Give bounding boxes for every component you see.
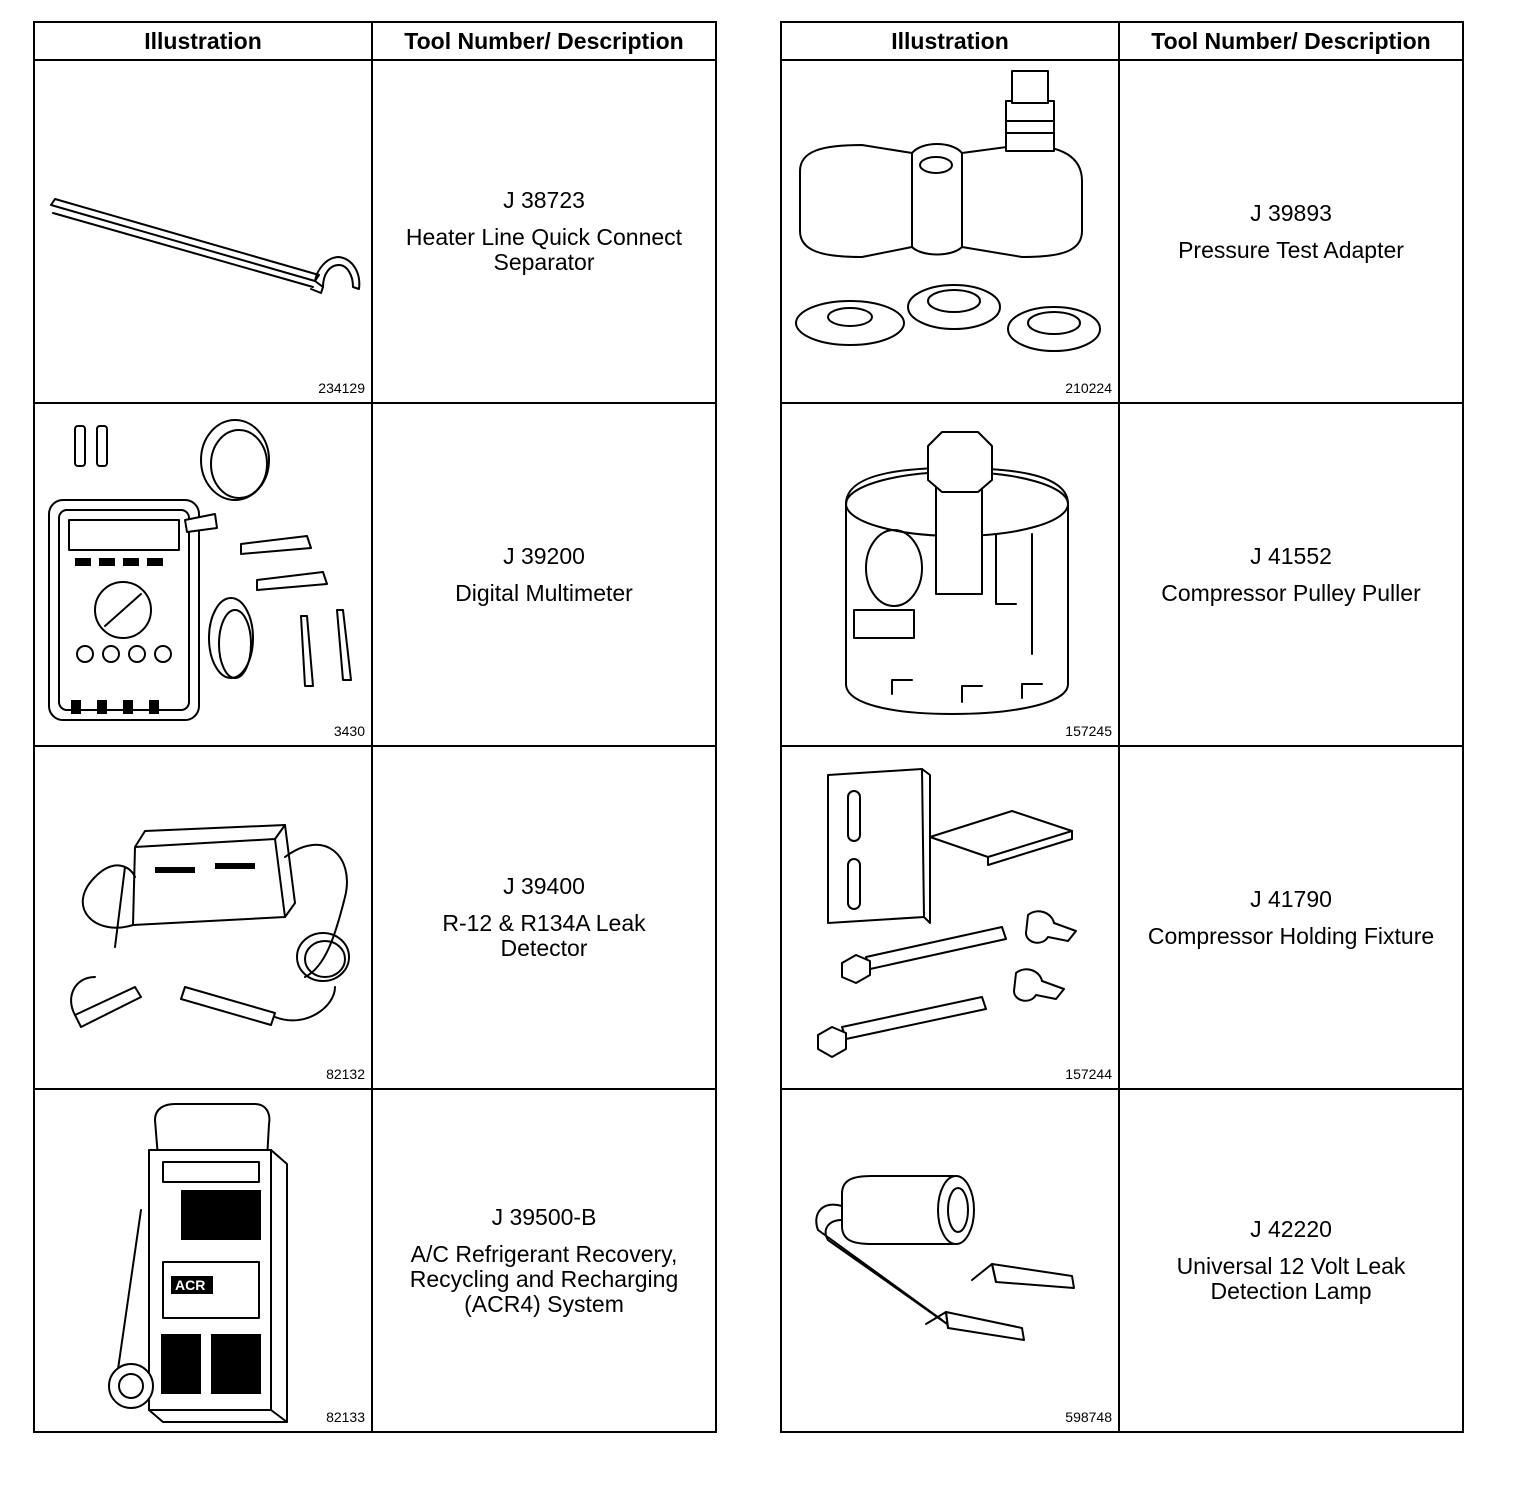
tool-description: Heater Line Quick Connect Separator xyxy=(405,224,683,275)
acr4-cart-icon: ACR xyxy=(108,1103,288,1423)
digital-multimeter-icon xyxy=(48,419,352,721)
illustration-cell: 598748 xyxy=(780,1088,1120,1433)
leak-detection-lamp-icon xyxy=(815,1175,1075,1341)
figure-number: 210224 xyxy=(1065,380,1112,396)
tool-number: J 41790 xyxy=(1250,885,1332,912)
figure-number: 3430 xyxy=(333,723,365,739)
illustration-cell: 157245 xyxy=(780,402,1120,747)
table-row: 234129 J 38723 Heater Line Quick Connect… xyxy=(33,59,717,404)
table-row: 210224 J 39893 Pressure Test Adapter xyxy=(780,59,1464,404)
illustration-cell: 3430 xyxy=(33,402,373,747)
table-row: 157244 J 41790 Compressor Holding Fixtur… xyxy=(780,745,1464,1090)
holding-fixture-icon xyxy=(817,768,1077,1058)
header-illustration: Illustration xyxy=(780,21,1120,61)
table-row: ACR 82133 J 39500-B A/C Refrigerant Reco… xyxy=(33,1088,717,1433)
description-cell: J 42220 Universal 12 Volt Leak Detection… xyxy=(1118,1088,1464,1433)
figure-number: 157244 xyxy=(1065,1066,1112,1082)
quick-connect-separator-icon xyxy=(50,198,361,294)
tool-number: J 42220 xyxy=(1250,1216,1332,1242)
description-cell: J 39400 R-12 & R134A Leak Detector xyxy=(371,745,717,1090)
header-row: Illustration Tool Number/ Description xyxy=(33,21,717,61)
figure-number: 82133 xyxy=(326,1409,365,1425)
tools-table-right: Illustration Tool Number/ Description xyxy=(780,21,1464,1433)
figure-number: 598748 xyxy=(1065,1409,1112,1425)
description-cell: J 38723 Heater Line Quick Connect Separa… xyxy=(371,59,717,404)
description-cell: J 41790 Compressor Holding Fixture xyxy=(1118,745,1464,1090)
table-row: 598748 J 42220 Universal 12 Volt Leak De… xyxy=(780,1088,1464,1433)
header-illustration: Illustration xyxy=(33,21,373,61)
tool-description: A/C Refrigerant Recovery, Recycling and … xyxy=(409,1240,679,1317)
illustration-cell: 157244 xyxy=(780,745,1120,1090)
table-row: 3430 J 39200 Digital Multimeter xyxy=(33,402,717,747)
tool-description: Compressor Holding Fixture xyxy=(1147,922,1435,949)
tools-table-left: Illustration Tool Number/ Description 23… xyxy=(33,21,717,1433)
illustration-cell: 82132 xyxy=(33,745,373,1090)
tool-number: J 39500-B xyxy=(491,1203,597,1230)
tool-number: J 39200 xyxy=(503,542,585,569)
figure-number: 157245 xyxy=(1065,723,1112,739)
acr-logo: ACR xyxy=(175,1277,205,1293)
table-row: 157245 J 41552 Compressor Pulley Puller xyxy=(780,402,1464,747)
header-tool-number: Tool Number/ Description xyxy=(371,21,717,61)
description-cell: J 39893 Pressure Test Adapter xyxy=(1118,59,1464,404)
description-cell: J 39500-B A/C Refrigerant Recovery, Recy… xyxy=(371,1088,717,1433)
pressure-test-adapter-icon xyxy=(795,70,1101,352)
tool-description: Universal 12 Volt Leak Detection Lamp xyxy=(1176,1253,1406,1304)
description-cell: J 41552 Compressor Pulley Puller xyxy=(1118,402,1464,747)
tool-description: Pressure Test Adapter xyxy=(1178,236,1404,263)
tool-number: J 39400 xyxy=(503,873,585,899)
tool-description: Digital Multimeter xyxy=(455,579,633,606)
figure-number: 234129 xyxy=(318,380,365,396)
table-row: 82132 J 39400 R-12 & R134A Leak Detector xyxy=(33,745,717,1090)
tool-number: J 41552 xyxy=(1250,542,1332,569)
figure-number: 82132 xyxy=(326,1066,365,1082)
tool-description: R-12 & R134A Leak Detector xyxy=(442,910,646,961)
description-cell: J 39200 Digital Multimeter xyxy=(371,402,717,747)
leak-detector-icon xyxy=(70,824,350,1028)
header-tool-number: Tool Number/ Description xyxy=(1118,21,1464,61)
pulley-puller-icon xyxy=(845,431,1069,715)
illustration-cell: ACR 82133 xyxy=(33,1088,373,1433)
tool-description: Compressor Pulley Puller xyxy=(1161,579,1421,606)
tool-number: J 39893 xyxy=(1250,199,1332,226)
tool-number: J 38723 xyxy=(503,187,585,213)
illustration-cell: 234129 xyxy=(33,59,373,404)
illustration-cell: 210224 xyxy=(780,59,1120,404)
header-row: Illustration Tool Number/ Description xyxy=(780,21,1464,61)
